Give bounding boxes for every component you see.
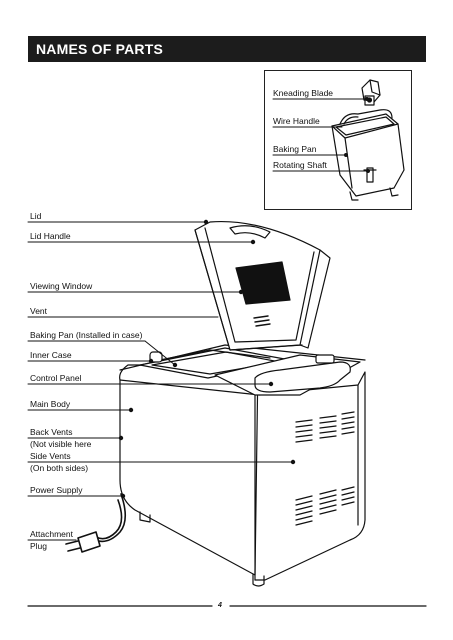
- label-side-vents-note: (On both sides): [30, 463, 89, 473]
- label-lid-handle: Lid Handle: [30, 231, 71, 241]
- side-vents-drawing: [295, 411, 355, 526]
- label-lid: Lid: [30, 211, 42, 221]
- label-baking-pan: Baking Pan: [273, 144, 317, 154]
- label-kneading-blade: Kneading Blade: [273, 88, 334, 98]
- label-power-supply: Power Supply: [30, 485, 83, 495]
- lid-drawing: [194, 220, 331, 351]
- inset-baking-pan-drawing: [331, 109, 405, 201]
- label-back-vents-note: (Not visible here: [30, 439, 92, 449]
- section-header-bar: NAMES OF PARTS: [28, 36, 426, 62]
- label-main-body: Main Body: [30, 399, 71, 409]
- label-inner-case: Inner Case: [30, 350, 72, 360]
- label-wire-handle: Wire Handle: [273, 116, 320, 126]
- label-back-vents: Back Vents: [30, 427, 73, 437]
- baking-pan-inset: [264, 70, 412, 210]
- power-cord-drawing: [65, 493, 127, 553]
- label-plug: Plug: [30, 541, 48, 551]
- kneading-blade-drawing: [361, 79, 381, 106]
- label-rotating-shaft: Rotating Shaft: [273, 160, 327, 170]
- control-panel-drawing: [214, 354, 361, 396]
- label-baking-pan-installed: Baking Pan (Installed in case): [30, 330, 143, 340]
- label-attachment: Attachment: [30, 529, 73, 539]
- label-vent: Vent: [30, 306, 48, 316]
- label-side-vents: Side Vents: [30, 451, 71, 461]
- label-control-panel: Control Panel: [30, 373, 82, 383]
- page-number: 4: [218, 602, 222, 609]
- label-viewing-window: Viewing Window: [30, 281, 93, 291]
- section-title: NAMES OF PARTS: [36, 41, 163, 57]
